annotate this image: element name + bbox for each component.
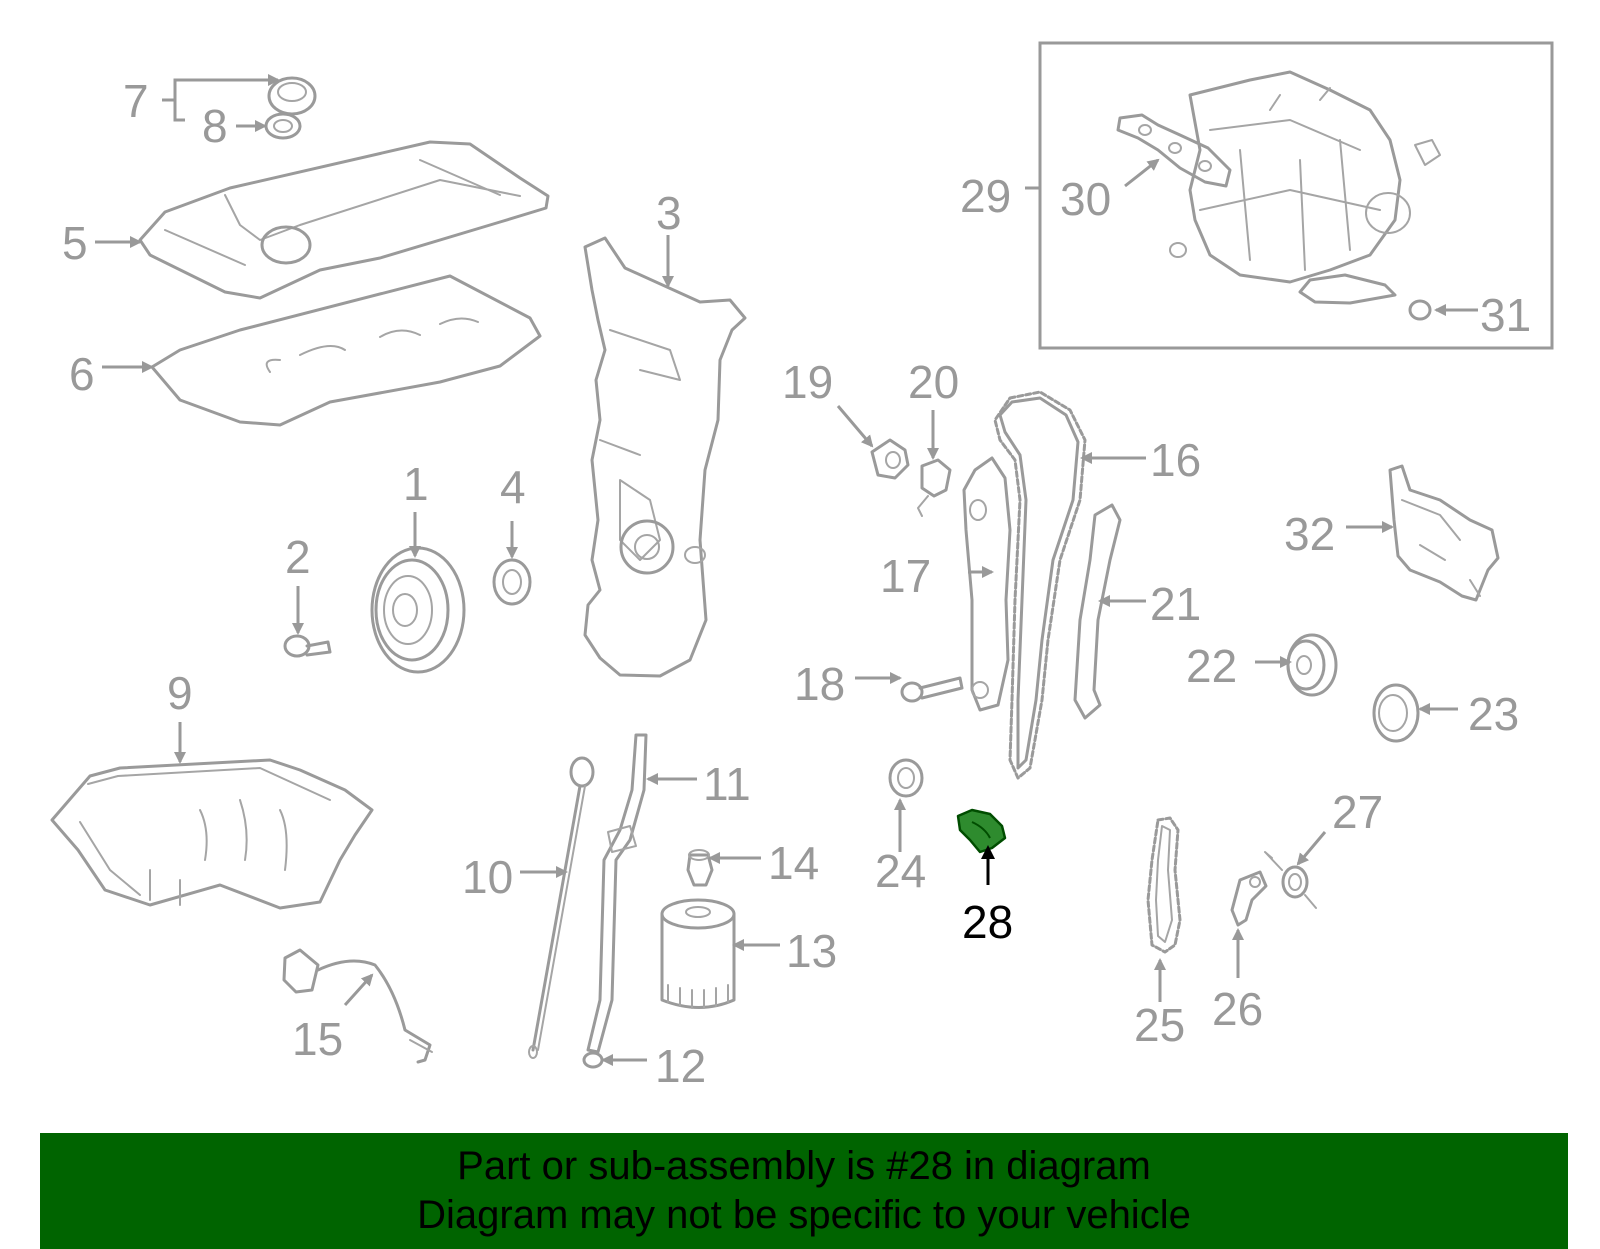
callout-19: 19 bbox=[782, 356, 833, 408]
part-9-oil-pan bbox=[50, 758, 374, 910]
callout-21: 21 bbox=[1150, 578, 1201, 630]
callout-26: 26 bbox=[1212, 983, 1263, 1035]
callout-14: 14 bbox=[768, 837, 819, 889]
callout-11: 11 bbox=[703, 758, 751, 810]
callout-17: 17 bbox=[880, 550, 931, 602]
banner-line-2: Diagram may not be specific to your vehi… bbox=[417, 1193, 1191, 1237]
part-25-oil-pump-chain bbox=[1146, 816, 1182, 954]
callout-2: 2 bbox=[285, 531, 311, 583]
callout-30: 30 bbox=[1060, 173, 1111, 225]
part-30-gasket bbox=[1116, 113, 1232, 188]
banner-line-1: Part or sub-assembly is #28 in diagram bbox=[457, 1144, 1151, 1188]
part-22-cam-sprocket bbox=[1286, 633, 1338, 697]
part-32-bracket bbox=[1388, 464, 1500, 602]
part-7-oil-filler-cap bbox=[267, 76, 317, 116]
part-27-spring bbox=[1264, 851, 1317, 909]
part-14-drain-plug bbox=[686, 849, 714, 887]
callout-13: 13 bbox=[786, 925, 837, 977]
callout-24: 24 bbox=[875, 845, 926, 897]
callout-28-highlighted[interactable]: 28 bbox=[962, 896, 1013, 948]
part-3-timing-cover bbox=[583, 236, 747, 678]
part-1-crank-pulley bbox=[370, 546, 466, 674]
part-6-valve-cover-gasket bbox=[150, 274, 542, 427]
part-16-timing-chain bbox=[993, 390, 1087, 780]
callout-20: 20 bbox=[908, 356, 959, 408]
part-5-valve-cover bbox=[138, 140, 550, 300]
part-4-oil-seal bbox=[492, 558, 532, 606]
leader-arrows bbox=[95, 74, 1478, 1066]
callout-4: 4 bbox=[500, 461, 526, 513]
part-15-sensor bbox=[282, 948, 433, 1064]
callout-8: 8 bbox=[202, 100, 228, 152]
callout-32: 32 bbox=[1284, 508, 1335, 560]
part-20-gasket bbox=[917, 458, 952, 517]
callout-7: 7 bbox=[123, 75, 149, 127]
part-12-o-ring bbox=[582, 1051, 604, 1069]
callout-15: 15 bbox=[292, 1013, 343, 1065]
callout-3: 3 bbox=[656, 187, 682, 239]
callout-18: 18 bbox=[794, 658, 845, 710]
part-28-highlighted-part[interactable] bbox=[956, 808, 1007, 854]
callout-5: 5 bbox=[62, 217, 88, 269]
inset-box-29 bbox=[1038, 41, 1554, 350]
callout-12: 12 bbox=[655, 1040, 706, 1092]
callout-6: 6 bbox=[69, 348, 95, 400]
part-26-chain-tensioner bbox=[1230, 870, 1268, 927]
part-19-tensioner bbox=[870, 438, 910, 480]
part-18-bolt bbox=[900, 676, 964, 703]
part-11-dipstick-tube bbox=[586, 733, 648, 1054]
part-13-oil-filter bbox=[660, 898, 736, 1009]
callout-31: 31 bbox=[1480, 289, 1531, 341]
part-24-crank-sprocket bbox=[888, 758, 924, 798]
part-17-chain-guide bbox=[962, 456, 1012, 712]
part-31-plug bbox=[1408, 299, 1432, 321]
callout-22: 22 bbox=[1186, 640, 1237, 692]
callout-9: 9 bbox=[167, 667, 193, 719]
part-10-dipstick bbox=[528, 756, 595, 1059]
callout-25: 25 bbox=[1134, 999, 1185, 1051]
part-23-cam-sprocket bbox=[1372, 683, 1420, 743]
part-21-chain-damper bbox=[1073, 503, 1122, 720]
callout-23: 23 bbox=[1468, 688, 1519, 740]
info-banner: Part or sub-assembly is #28 in diagram D… bbox=[40, 1133, 1568, 1249]
part-2-pulley-bolt bbox=[283, 634, 332, 658]
callout-29: 29 bbox=[960, 170, 1011, 222]
callout-1: 1 bbox=[403, 458, 429, 510]
part-8-cap-gasket bbox=[264, 112, 302, 140]
callout-labels: 7 8 5 6 3 1 4 2 9 10 11 14 13 12 15 19 2… bbox=[62, 75, 1531, 1092]
callout-27: 27 bbox=[1332, 786, 1383, 838]
callout-10: 10 bbox=[462, 851, 513, 903]
callout-16: 16 bbox=[1150, 434, 1201, 486]
